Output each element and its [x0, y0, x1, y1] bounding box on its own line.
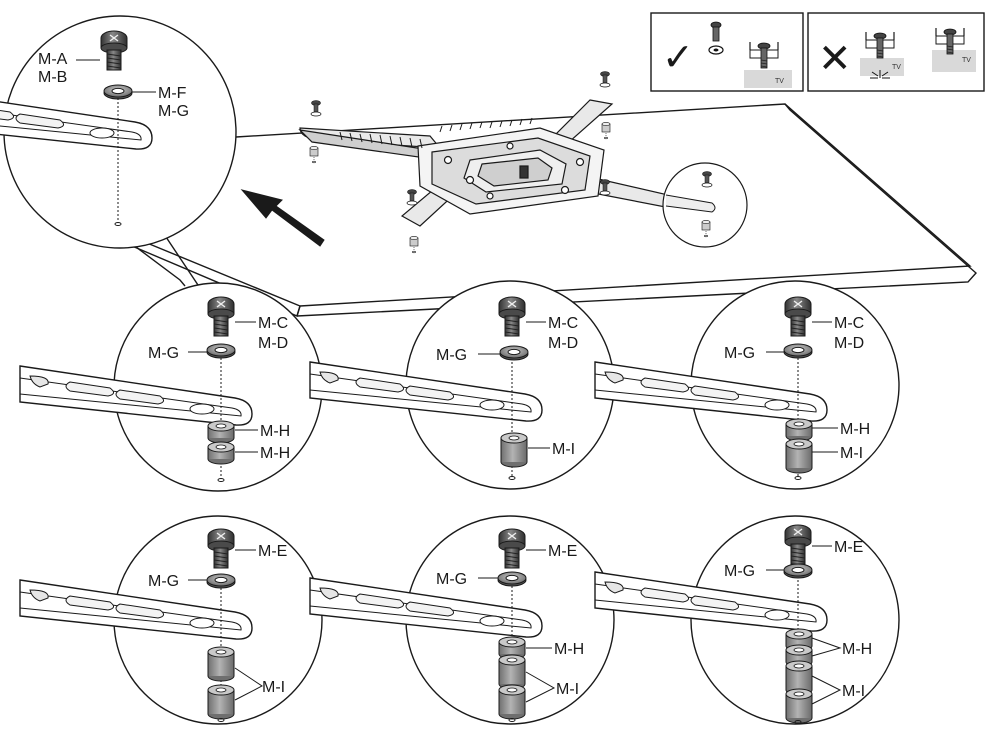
label-m-g: M-G — [436, 571, 467, 588]
label-m-i: M-I — [842, 683, 865, 700]
top-detail-circle: M-A M-B M-F M-G — [0, 15, 237, 249]
label-m-g: M-G — [158, 103, 189, 120]
label-m-d: M-D — [834, 335, 864, 352]
legend-correct-box: ✓ TV — [650, 12, 804, 92]
legend-bolt-washer-icon — [708, 21, 724, 55]
detail-circle-r1-c3: M-C M-D M-G M-H M-I — [594, 280, 900, 490]
label-m-c: M-C — [834, 315, 864, 332]
overview-detail-circle — [662, 162, 748, 248]
label-m-b: M-B — [38, 69, 67, 86]
detail-circle-r2-c2: M-E M-G M-H M-I — [309, 515, 615, 725]
label-m-h: M-H — [260, 445, 290, 462]
tv-label-incorrect-2: TV — [962, 57, 971, 64]
label-m-e: M-E — [258, 543, 287, 560]
label-m-g: M-G — [436, 347, 467, 364]
label-m-h: M-H — [260, 423, 290, 440]
washer-m-f — [103, 84, 133, 100]
label-m-i: M-I — [840, 445, 863, 462]
label-m-g: M-G — [148, 573, 179, 590]
label-m-e: M-E — [548, 543, 577, 560]
detail-circle-r1-c2: M-C M-D M-G M-I — [309, 280, 615, 490]
label-m-c: M-C — [258, 315, 288, 332]
label-m-g: M-G — [148, 345, 179, 362]
label-m-c: M-C — [548, 315, 578, 332]
mount-bracket — [298, 99, 719, 227]
label-m-g: M-G — [724, 563, 755, 580]
direction-arrow — [240, 189, 325, 247]
label-m-g: M-G — [724, 345, 755, 362]
label-m-h: M-H — [842, 641, 872, 658]
label-m-d: M-D — [548, 335, 578, 352]
tv-label-incorrect-1: TV — [892, 64, 901, 71]
label-m-h: M-H — [554, 641, 584, 658]
legend-incorrect-box: ✕ TV TV — [807, 12, 985, 92]
detail-circle-r1-c1: M-C M-D M-G M-H M-H — [19, 282, 323, 492]
damage-burst-icon — [870, 70, 890, 79]
label-m-d: M-D — [258, 335, 288, 352]
label-m-i: M-I — [262, 679, 285, 696]
cross-mark: ✕ — [818, 37, 852, 81]
label-m-i: M-I — [556, 681, 579, 698]
label-m-a: M-A — [38, 51, 68, 68]
detail-circle-r2-c3: M-E M-G M-H M-I — [594, 515, 900, 725]
tv-label-correct: TV — [775, 78, 784, 85]
label-m-f: M-F — [158, 85, 187, 102]
label-m-i: M-I — [552, 441, 575, 458]
tv-outline — [99, 103, 977, 317]
label-m-h: M-H — [840, 421, 870, 438]
detail-circle-r2-c1: M-E M-G M-I — [19, 515, 323, 725]
check-mark: ✓ — [662, 37, 694, 79]
label-m-e: M-E — [834, 539, 863, 556]
